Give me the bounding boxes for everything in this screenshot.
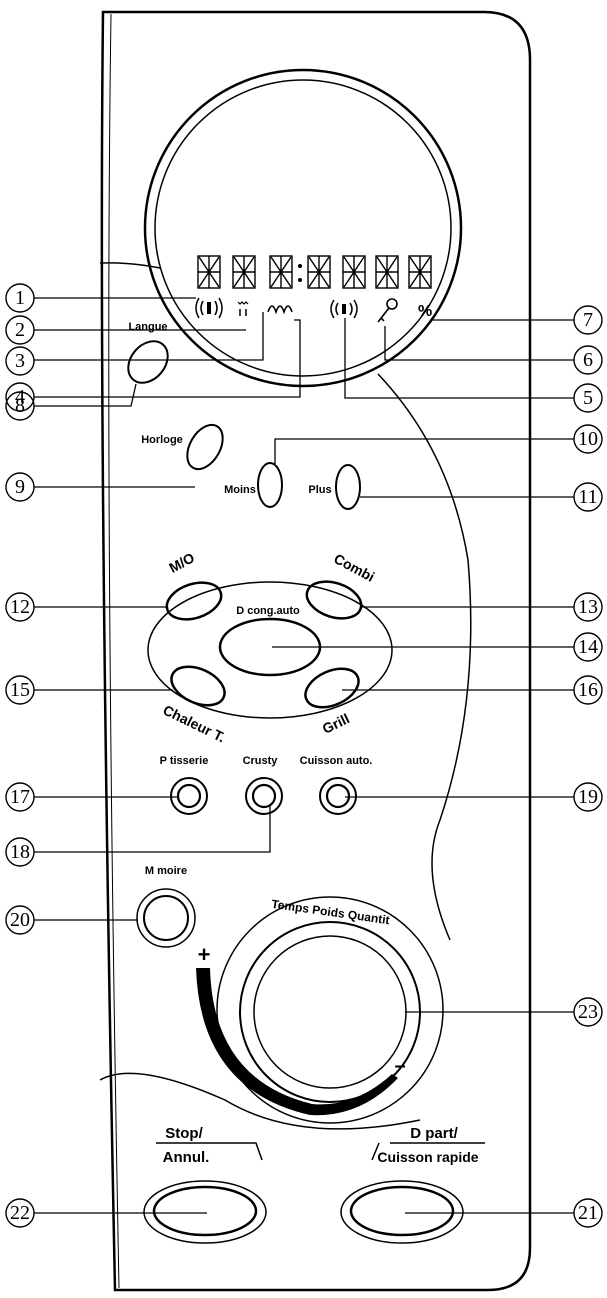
chaleur-button[interactable] xyxy=(166,659,231,713)
function-cluster-ring xyxy=(147,581,393,719)
callout-19: 19 xyxy=(578,786,598,808)
depart-label-divider xyxy=(371,1142,485,1161)
callout-3: 3 xyxy=(15,350,25,372)
digit-6 xyxy=(375,255,399,289)
cuisson-auto-button-inner xyxy=(325,783,351,809)
combi-label: Combi xyxy=(331,550,377,585)
plus-button[interactable] xyxy=(335,464,361,510)
percent-icon: % xyxy=(418,303,432,320)
microwave-waves-icon xyxy=(195,297,223,319)
horloge-button[interactable] xyxy=(180,419,230,476)
callout-6: 6 xyxy=(583,349,593,371)
digit-4 xyxy=(307,255,331,289)
colon-dot-top xyxy=(298,264,302,268)
digit-5 xyxy=(342,255,366,289)
digit-7 xyxy=(408,255,432,289)
dial-outer-ring xyxy=(216,896,444,1124)
dial-knob-inner xyxy=(253,935,407,1089)
stop-button[interactable] xyxy=(152,1185,258,1237)
heating-element-icon xyxy=(267,305,293,315)
digit-2 xyxy=(232,255,256,289)
depart-label-line1: D part/ xyxy=(410,1125,458,1142)
display-digits xyxy=(197,255,432,289)
callout-21: 21 xyxy=(578,1202,598,1224)
callout-2: 2 xyxy=(15,319,25,341)
digit-1 xyxy=(197,255,221,289)
horloge-label: Horloge xyxy=(141,434,183,446)
cuisson-auto-label: Cuisson auto. xyxy=(300,755,373,767)
panel-outline xyxy=(100,10,532,1292)
depart-button-ring xyxy=(340,1180,464,1244)
panel-contour-bottom xyxy=(99,1072,421,1130)
depart-button[interactable] xyxy=(349,1185,455,1237)
stop-button-ring xyxy=(143,1180,267,1244)
callout-22: 22 xyxy=(10,1202,30,1224)
display-ring-inner xyxy=(154,79,452,377)
memoire-button-inner xyxy=(143,895,189,941)
mo-button[interactable] xyxy=(162,576,226,626)
patisserie-label: P tisserie xyxy=(160,755,209,767)
crusty-button-inner xyxy=(251,783,277,809)
callout-numbers: 1 2 3 4 5 6 7 8 9 10 11 12 13 14 15 16 1… xyxy=(5,283,603,1228)
callout-5: 5 xyxy=(583,387,593,409)
grill-element-icon xyxy=(237,301,249,316)
stop-label-divider xyxy=(156,1142,263,1161)
depart-label-line2: Cuisson rapide xyxy=(377,1149,478,1165)
callout-16: 16 xyxy=(578,679,598,701)
langue-button[interactable] xyxy=(120,333,176,390)
callout-14: 14 xyxy=(578,636,598,658)
dial-plus-sign: + xyxy=(198,942,211,967)
callout-20: 20 xyxy=(10,909,30,931)
callout-17: 17 xyxy=(10,786,30,808)
patisserie-button-inner xyxy=(176,783,202,809)
mo-label: M/O xyxy=(166,549,197,576)
callout-12: 12 xyxy=(10,596,30,618)
callout-1: 1 xyxy=(15,287,25,309)
colon-dot-bottom xyxy=(298,278,302,282)
digit-3 xyxy=(269,255,293,289)
display-ring-outer xyxy=(143,68,463,388)
langue-label: Langue xyxy=(128,321,167,333)
memoire-label: M moire xyxy=(145,865,187,877)
panel-inner-edge xyxy=(108,13,120,1289)
cuisson-auto-button[interactable] xyxy=(319,777,357,815)
callout-leader-lines xyxy=(34,297,574,1214)
moins-label: Moins xyxy=(224,484,256,496)
panel-contour-right xyxy=(377,373,472,941)
decong-auto-label: D cong.auto xyxy=(236,605,300,617)
callout-13: 13 xyxy=(578,596,598,618)
grill-button[interactable] xyxy=(300,661,365,715)
fan-waves-icon xyxy=(330,299,358,319)
dial-arc-indicator xyxy=(196,968,398,1116)
patisserie-button[interactable] xyxy=(170,777,208,815)
callout-8: 8 xyxy=(15,395,25,417)
callout-23: 23 xyxy=(578,1001,598,1023)
callout-10: 10 xyxy=(578,428,598,450)
callout-15: 15 xyxy=(10,679,30,701)
panel-contour-top xyxy=(99,262,161,269)
key-lock-icon xyxy=(377,298,398,323)
combi-button[interactable] xyxy=(302,575,366,625)
plus-label: Plus xyxy=(308,484,331,496)
callout-4: 4 xyxy=(15,386,25,408)
memoire-button[interactable] xyxy=(136,888,196,948)
stop-label-line2: Annul. xyxy=(163,1149,210,1166)
dial-minus-sign: – xyxy=(394,1055,405,1077)
stop-label-line1: Stop/ xyxy=(165,1125,203,1142)
moins-button[interactable] xyxy=(257,462,283,508)
grill-label: Grill xyxy=(320,710,352,737)
chaleur-label: Chaleur T. xyxy=(161,702,228,746)
callout-9: 9 xyxy=(15,476,25,498)
callout-7: 7 xyxy=(583,309,593,331)
crusty-label: Crusty xyxy=(243,755,279,767)
callout-11: 11 xyxy=(578,486,597,508)
crusty-button[interactable] xyxy=(245,777,283,815)
callout-18: 18 xyxy=(10,841,30,863)
